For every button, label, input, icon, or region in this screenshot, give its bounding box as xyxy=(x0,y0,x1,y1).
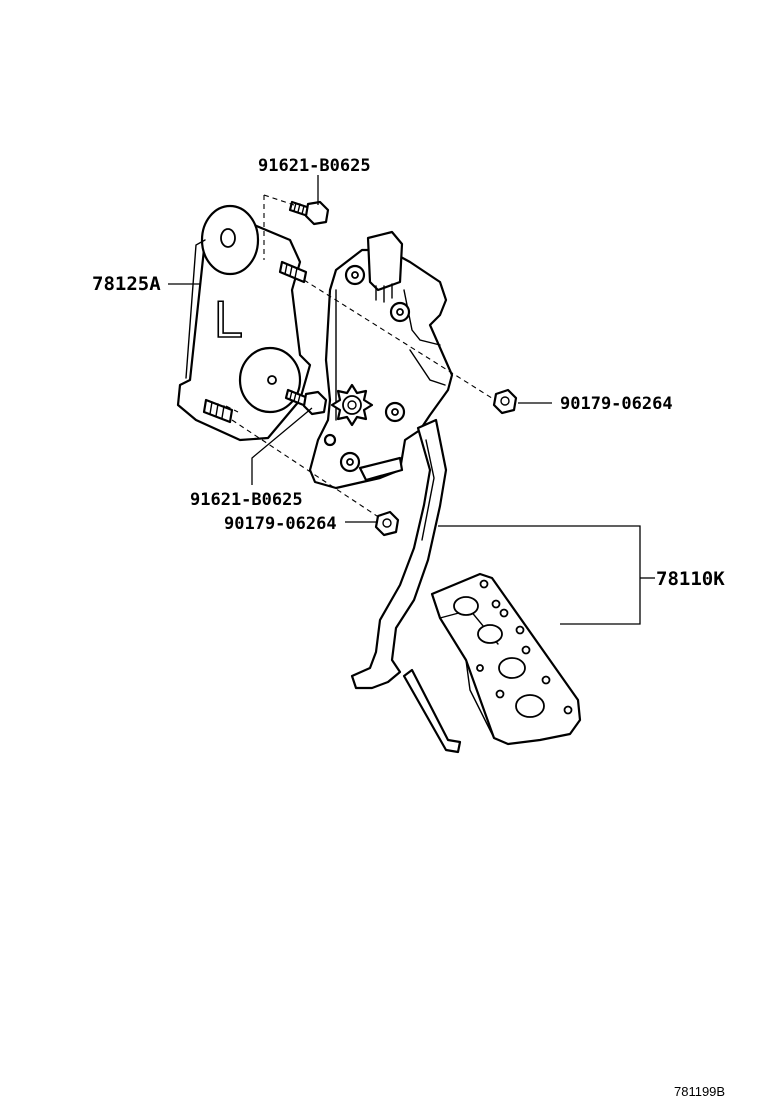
bracket-plate: L xyxy=(176,204,312,442)
diagram-code: 781199B xyxy=(674,1084,725,1099)
label-bolt-bottom: 91621-B0625 xyxy=(190,490,303,510)
pedal-pad xyxy=(430,572,582,746)
label-bracket: 78125A xyxy=(92,273,161,295)
alignment-lines xyxy=(225,194,496,519)
label-pedal-assy: 78110K xyxy=(656,568,725,590)
label-nut-bottom: 90179-06264 xyxy=(224,514,337,534)
pedal-sensor-housing xyxy=(308,230,454,490)
bolt-bottom xyxy=(284,388,328,416)
bracket-mark: L xyxy=(214,291,243,349)
label-bolt-top: 91621-B0625 xyxy=(258,156,371,176)
bolt-top xyxy=(288,200,330,226)
nut-right xyxy=(492,388,518,415)
leader-lines xyxy=(168,175,655,625)
label-nut-right: 90179-06264 xyxy=(560,394,673,414)
pedal-arm xyxy=(350,418,462,754)
nut-bottom xyxy=(374,510,400,537)
